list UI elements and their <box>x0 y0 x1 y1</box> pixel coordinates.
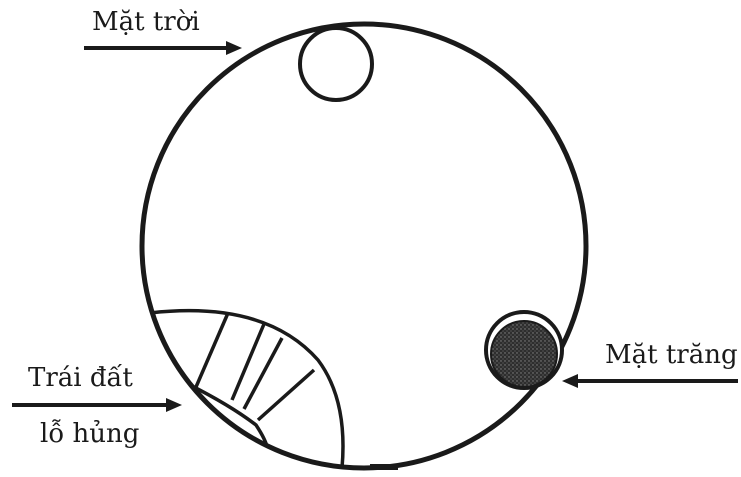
earth-shell <box>142 24 586 468</box>
moon-arrow <box>562 374 738 388</box>
inner-earth-sections <box>150 311 343 468</box>
moon-shape <box>486 312 562 388</box>
earth-label-line1: Trái đất <box>28 363 133 393</box>
sun-label: Mặt trời <box>92 7 200 37</box>
sun-arrow <box>84 41 242 55</box>
earth-arrow <box>12 398 182 412</box>
sun-circle <box>300 28 372 100</box>
earth-label-line2: lỗ hủng <box>40 419 139 449</box>
moon-label: Mặt trăng <box>605 340 738 370</box>
